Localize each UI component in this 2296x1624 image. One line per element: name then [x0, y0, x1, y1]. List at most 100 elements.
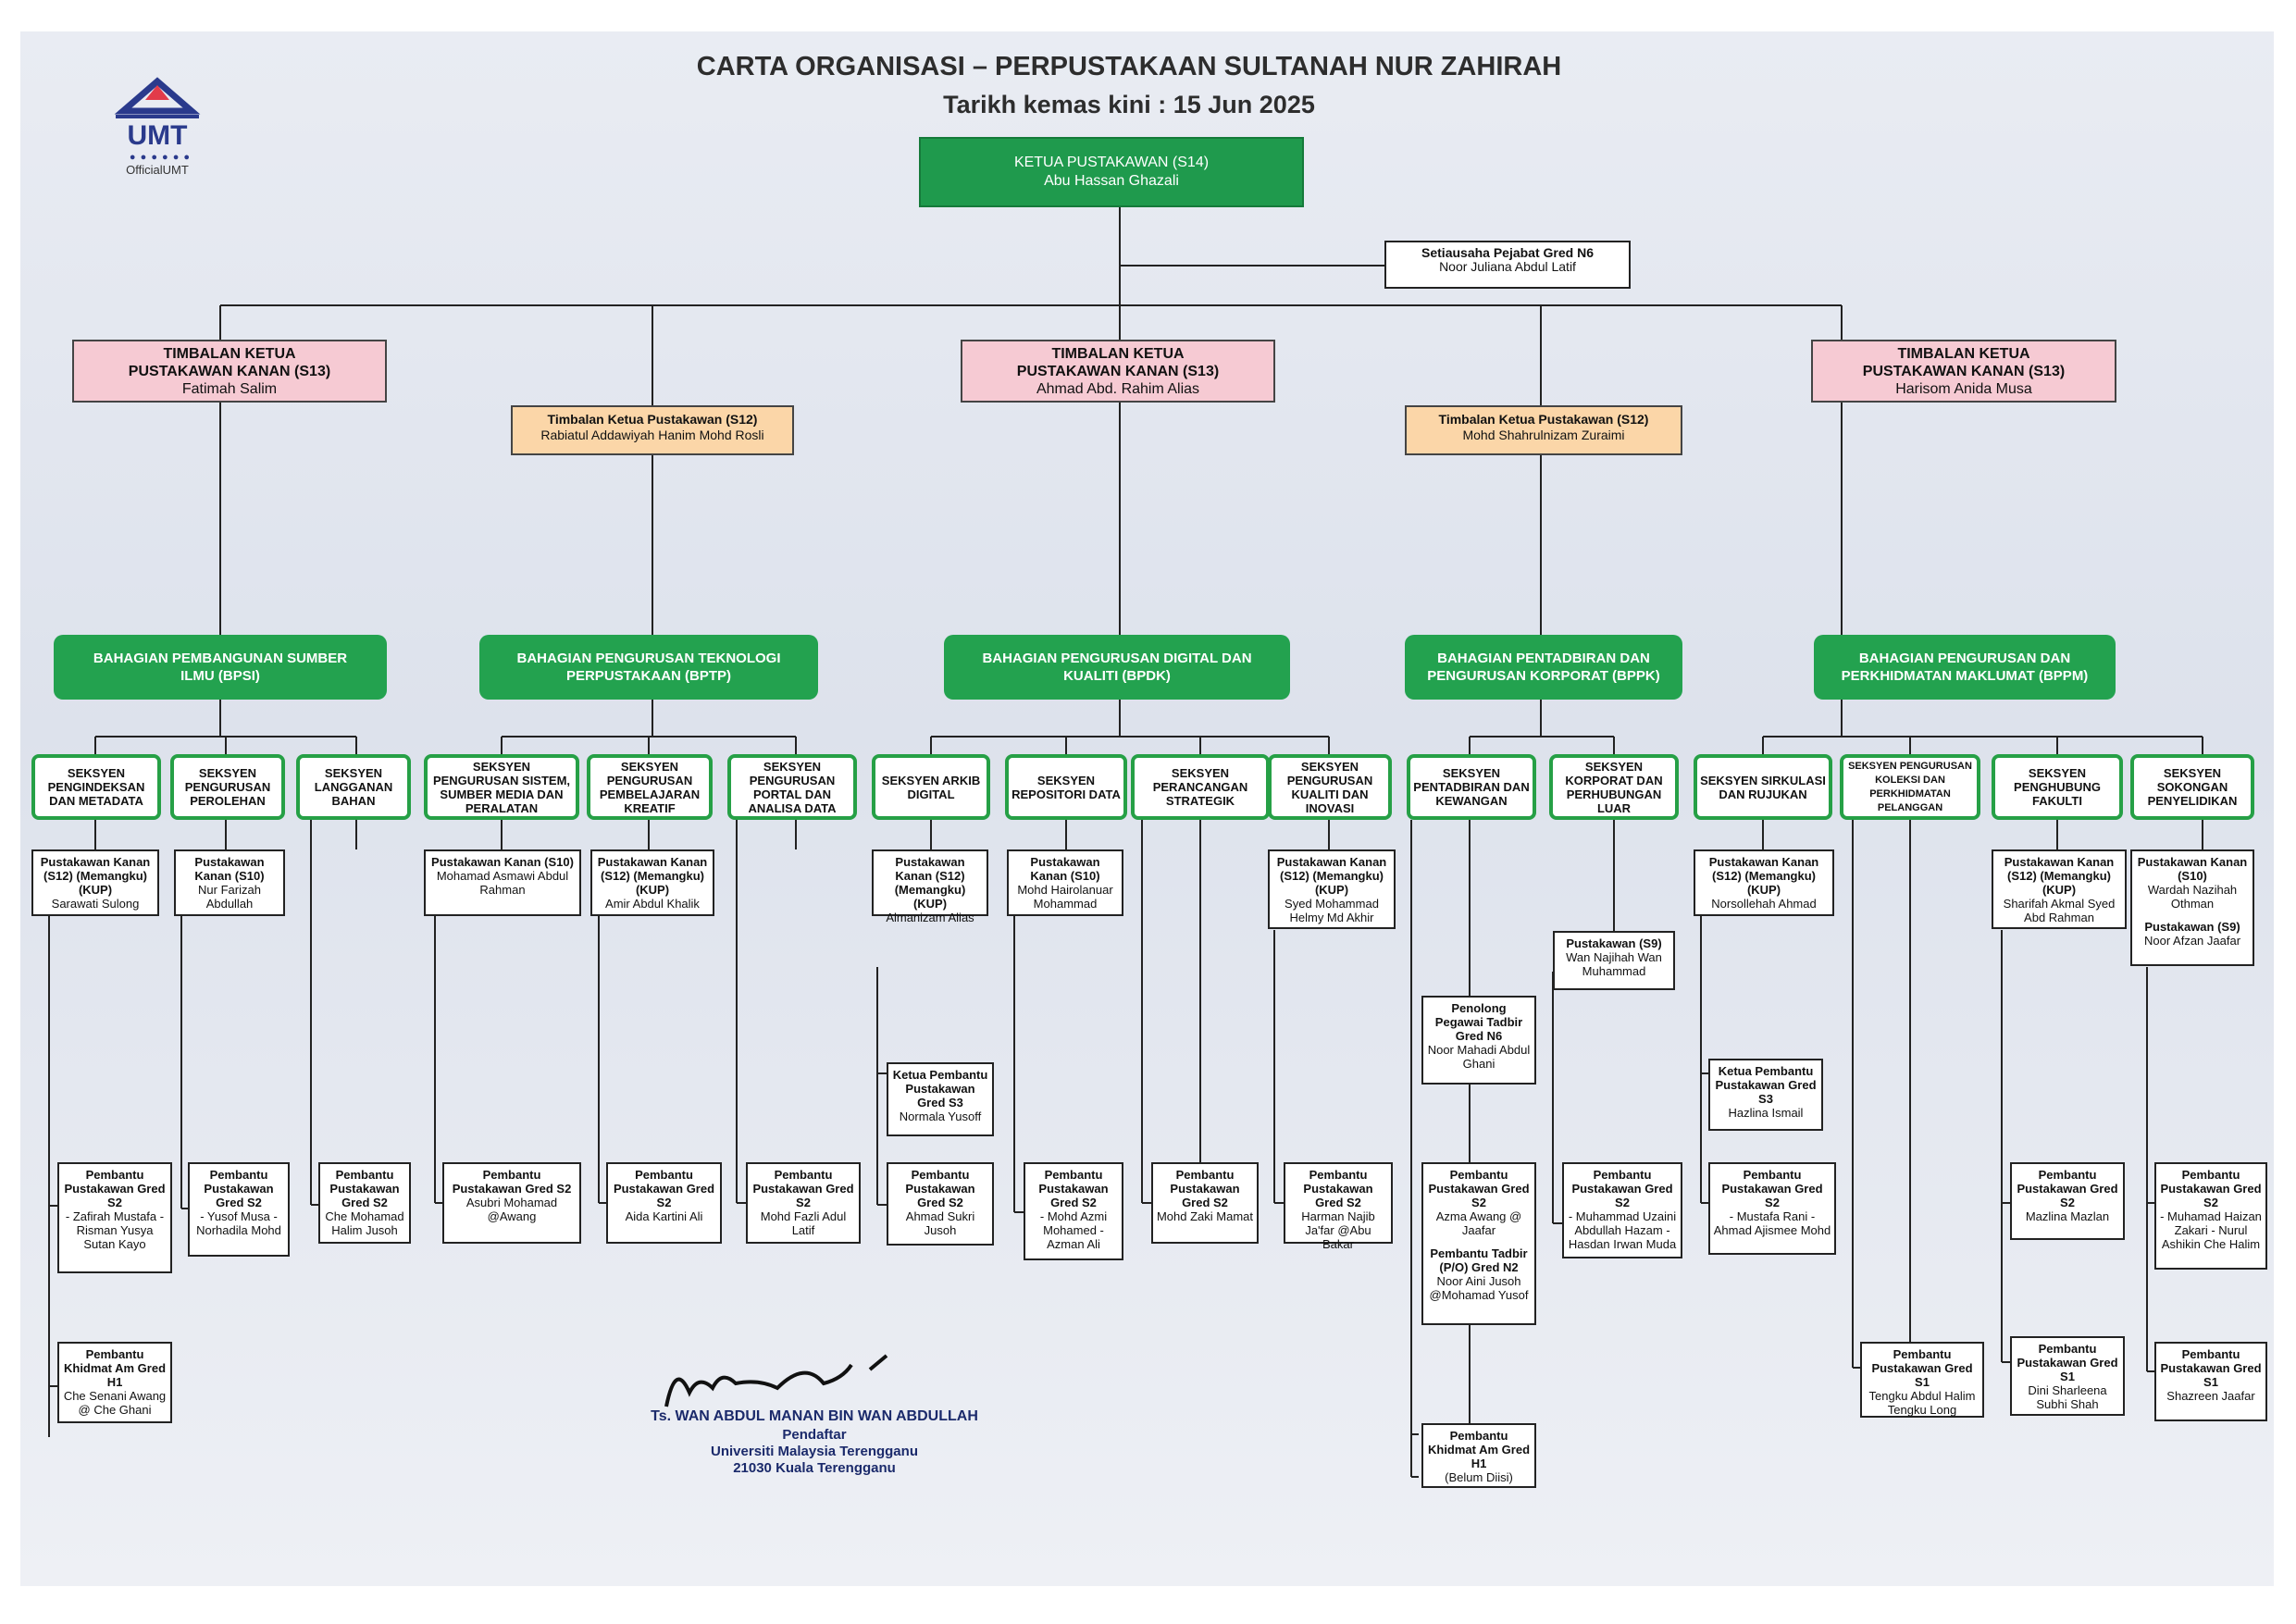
- staff-box: Pustakawan Kanan (S12) (Memangku) (KUP)N…: [1694, 849, 1834, 916]
- staff-role: Pembantu Pustakawan Gred S2: [1303, 1168, 1373, 1209]
- staff-role: Pembantu Pustakawan Gred S2: [1721, 1168, 1823, 1209]
- section-16: SEKSYEN SOKONGAN PENYELIDIKAN: [2130, 754, 2254, 820]
- staff-role: Penolong Pegawai Tadbir Gred N6: [1434, 1001, 1523, 1043]
- staff-name: Asubri Mohamad @Awang: [465, 1196, 558, 1223]
- staff-name: Mohamad Asmawi Abdul Rahman: [436, 869, 569, 897]
- staff-name: Almanizam Alias: [886, 911, 974, 924]
- staff-role: Pembantu Pustakawan Gred S2: [2017, 1168, 2118, 1209]
- signatory-name: Ts. WAN ABDUL MANAN BIN WAN ABDULLAH: [651, 1408, 978, 1424]
- staff-name: Sharifah Akmal Syed Abd Rahman: [2003, 897, 2116, 924]
- section-12: SEKSYEN KORPORAT DAN PERHUBUNGAN LUAR: [1549, 754, 1679, 820]
- staff-name: Noor Afzan Jaafar: [2143, 934, 2241, 948]
- signature-block: Ts. WAN ABDUL MANAN BIN WAN ABDULLAH Pen…: [648, 1351, 981, 1490]
- staff-box: Pembantu Pustakawan Gred S2- Muhamad Hai…: [2154, 1162, 2267, 1270]
- deputy-box-1: TIMBALAN KETUA PUSTAKAWAN KANAN (S13) Fa…: [72, 340, 387, 403]
- staff-box: Pustakawan (S9)Wan Najihah Wan Muhammad: [1553, 931, 1675, 990]
- staff-role: Pembantu Pustakawan Gred S1: [2017, 1342, 2118, 1383]
- staff-role: Pustakawan Kanan (S12) (Memangku) (KUP): [1708, 855, 1819, 897]
- chief-role: KETUA PUSTAKAWAN (S14): [1013, 155, 1210, 170]
- logo-handle: OfficialUMT: [126, 163, 189, 177]
- staff-role: Pembantu Pustakawan Gred S1: [1871, 1347, 1973, 1389]
- staff-role: Pustakawan Kanan (S10): [431, 855, 574, 869]
- staff-role: Pembantu Khidmat Am Gred H1: [63, 1347, 167, 1389]
- staff-name: Che Mohamad Halim Jusoh: [325, 1209, 404, 1237]
- staff-name: - Zafirah Mustafa - Risman Yusya Sutan K…: [65, 1209, 165, 1251]
- deputy-box-2: TIMBALAN KETUA PUSTAKAWAN KANAN (S13) Ah…: [961, 340, 1275, 403]
- page-subtitle: Tarikh kemas kini : 15 Jun 2025: [943, 91, 1315, 118]
- signatory-address: 21030 Kuala Terengganu: [733, 1460, 896, 1476]
- staff-name: Ahmad Sukri Jusoh: [905, 1209, 975, 1237]
- staff-role: Pembantu Khidmat Am Gred H1: [1427, 1429, 1531, 1470]
- staff-name: Wan Najihah Wan Muhammad: [1566, 950, 1662, 978]
- section-2: SEKSYEN PENGURUSAN PEROLEHAN: [170, 754, 285, 820]
- staff-name: Amir Abdul Khalik: [605, 897, 700, 911]
- staff-role: Pustakawan Kanan (S12) (Memangku) (KUP): [597, 855, 708, 897]
- staff-box: Pembantu Pustakawan Gred S2- Mustafa Ran…: [1708, 1162, 1836, 1255]
- staff-box: Pustakawan Kanan (S12) (Memangku) (KUP)S…: [31, 849, 159, 916]
- umt-logo: UMT ● ● ● ● ● ● OfficialUMT: [88, 63, 227, 179]
- staff-role: Setiausaha Pejabat Gred N6: [1421, 245, 1594, 260]
- chief-name: Abu Hassan Ghazali: [1044, 173, 1179, 189]
- staff-name: Sarawati Sulong: [51, 897, 140, 911]
- staff-name: Harman Najib Ja'far @Abu Bakar: [1301, 1209, 1375, 1251]
- secretary-box: Setiausaha Pejabat Gred N6 Noor Juliana …: [1384, 241, 1631, 289]
- staff-name: Noor Aini Jusoh @Mohamad Yusof: [1429, 1274, 1529, 1302]
- staff-name: [1426, 1237, 1532, 1246]
- section-1: SEKSYEN PENGINDEKSAN DAN METADATA: [31, 754, 161, 820]
- staff-name: Shazreen Jaafar: [2166, 1389, 2255, 1403]
- section-5: SEKSYEN PENGURUSAN PEMBELAJARAN KREATIF: [587, 754, 713, 820]
- staff-box: Pustakawan Kanan (S12) (Memangku) (KUP)S…: [1268, 849, 1396, 929]
- staff-role: Ketua Pembantu Pustakawan Gred S3: [892, 1068, 988, 1110]
- staff-name: Mazlina Mazlan: [2025, 1209, 2110, 1223]
- staff-role: Pembantu Pustakawan Gred S2: [1170, 1168, 1240, 1209]
- staff-box: Pustakawan Kanan (S12) (Memangku) (KUP)A…: [590, 849, 714, 916]
- staff-box: Pembantu Khidmat Am Gred H1(Belum Diisi): [1421, 1423, 1536, 1488]
- section-7: SEKSYEN ARKIB DIGITAL: [872, 754, 990, 820]
- staff-name: Dini Sharleena Subhi Shah: [2028, 1383, 2107, 1411]
- staff-name: - Mustafa Rani - Ahmad Ajismee Mohd: [1713, 1209, 1831, 1237]
- staff-role: Pustakawan Kanan (S12) (Memangku) (KUP): [894, 855, 966, 911]
- staff-name: - Mohd Azmi Mohamed - Azman Ali: [1039, 1209, 1108, 1251]
- section-15: SEKSYEN PENGHUBUNG FAKULTI: [1992, 754, 2123, 820]
- staff-box: Pembantu Pustakawan Gred S2- Muhammad Uz…: [1562, 1162, 1682, 1258]
- staff-role: Pustakawan (S9): [2144, 920, 2240, 934]
- deputy-s12-box-1: Timbalan Ketua Pustakawan (S12) Rabiatul…: [511, 405, 794, 455]
- staff-role: Pustakawan Kanan (S12) (Memangku) (KUP): [2004, 855, 2115, 897]
- staff-role: Pembantu Pustakawan Gred S2: [1571, 1168, 1673, 1209]
- staff-name: Hazlina Ismail: [1728, 1106, 1804, 1120]
- staff-name: Mohd Zaki Mamat: [1156, 1209, 1254, 1223]
- staff-name: Nur Farizah Abdullah: [198, 883, 261, 911]
- staff-role: Pustakawan Kanan (S10): [2137, 855, 2248, 883]
- social-icons: ● ● ● ● ● ●: [129, 152, 192, 163]
- staff-box: Pustakawan Kanan (S12) (Memangku) (KUP)S…: [1992, 849, 2127, 929]
- staff-box: Pustakawan Kanan (S12) (Memangku) (KUP)A…: [872, 849, 988, 924]
- staff-role: Pembantu Pustakawan Gred S2: [2160, 1168, 2262, 1209]
- staff-name: Normala Yusoff: [899, 1110, 982, 1123]
- staff-role: Pustakawan (S9): [1566, 936, 1662, 950]
- staff-role: Pembantu Pustakawan Gred S2: [1428, 1168, 1530, 1209]
- chief-librarian-box: KETUA PUSTAKAWAN (S14) Abu Hassan Ghazal…: [919, 137, 1304, 207]
- staff-role: Pembantu Pustakawan Gred S2: [329, 1168, 400, 1209]
- staff-box: Pembantu Pustakawan Gred S2- Yusof Musa …: [188, 1162, 290, 1257]
- deputy-box-3: TIMBALAN KETUA PUSTAKAWAN KANAN (S13) Ha…: [1811, 340, 2116, 403]
- staff-role: Pustakawan Kanan (S12) (Memangku) (KUP): [40, 855, 151, 897]
- staff-role: Pustakawan Kanan (S12) (Memangku) (KUP): [1276, 855, 1387, 897]
- deputy-s12-box-2: Timbalan Ketua Pustakawan (S12) Mohd Sha…: [1405, 405, 1682, 455]
- staff-name: Wardah Nazihah Othman: [2147, 883, 2238, 911]
- page-title: CARTA ORGANISASI – PERPUSTAKAAN SULTANAH…: [696, 52, 1562, 81]
- signatory-org: Universiti Malaysia Terengganu: [711, 1444, 918, 1459]
- staff-name: Noor Mahadi Abdul Ghani: [1427, 1043, 1531, 1071]
- staff-role: Ketua Pembantu Pustakawan Gred S3: [1715, 1064, 1817, 1106]
